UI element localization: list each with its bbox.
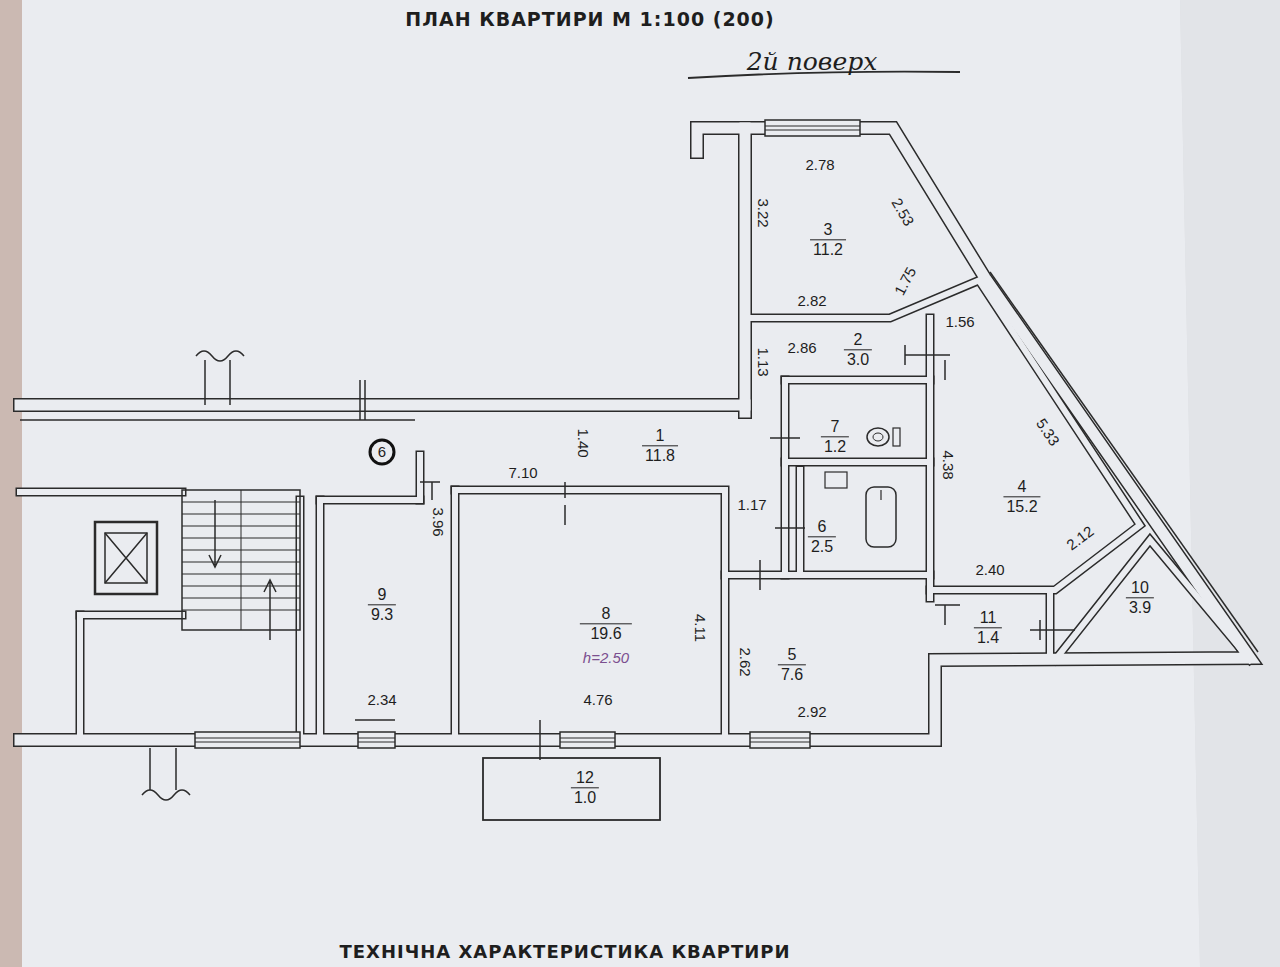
room-label: 819.6 h=2.50 — [580, 604, 632, 667]
room-number: 11 — [974, 608, 1002, 628]
room-label: 111.4 — [974, 608, 1002, 647]
room-label: 23.0 — [844, 330, 872, 369]
dimension: 2.78 — [805, 156, 834, 173]
dimension: 4.38 — [939, 450, 956, 479]
marker-number: 6 — [378, 443, 386, 460]
room-label: 103.9 — [1126, 578, 1154, 617]
room-label: 57.6 — [778, 645, 806, 684]
room-number: 9 — [368, 585, 396, 605]
room-area: 7.6 — [778, 666, 806, 685]
dimension: 1.40 — [574, 428, 591, 457]
dimension: 1.56 — [945, 313, 974, 330]
room-number: 1 — [642, 426, 678, 446]
section-heading: ТЕХНІЧНА ХАРАКТЕРИСТИКА КВАРТИРИ — [339, 942, 790, 963]
dimension: 2.82 — [797, 292, 826, 309]
room-label: 311.2 — [810, 220, 846, 259]
dimension: 7.10 — [508, 464, 537, 481]
room-number: 4 — [1003, 477, 1040, 497]
ceiling-height: h=2.50 — [580, 650, 632, 668]
room-label: 62.5 — [808, 517, 836, 556]
room-area: 1.2 — [821, 438, 849, 457]
room-number: 6 — [808, 517, 836, 537]
dimension: 4.11 — [691, 614, 708, 642]
room-label: 415.2 — [1003, 477, 1040, 516]
room-area: 1.4 — [974, 629, 1002, 648]
room-area: 9.3 — [368, 606, 396, 625]
room-number: 5 — [778, 645, 806, 665]
room-number: 7 — [821, 417, 849, 437]
dimension: 2.86 — [787, 339, 816, 356]
room-label: 121.0 — [571, 768, 599, 807]
room-area: 19.6 — [580, 625, 632, 644]
room-area: 1.0 — [571, 789, 599, 808]
dimension: 3.22 — [754, 198, 771, 227]
dimension: 4.76 — [583, 691, 612, 708]
room-area: 3.0 — [844, 351, 872, 370]
room-number: 8 — [580, 604, 632, 624]
room-number: 3 — [810, 220, 846, 240]
dimension: 1.13 — [754, 347, 771, 376]
room-area: 11.2 — [810, 241, 846, 260]
dimension: 2.34 — [367, 691, 396, 708]
room-area: 15.2 — [1003, 498, 1040, 517]
floor-label: 2й поверх — [747, 48, 878, 77]
room-area: 3.9 — [1126, 599, 1154, 618]
dimension: 2.62 — [736, 647, 753, 676]
dimension: 2.40 — [975, 561, 1004, 578]
room-number: 12 — [571, 768, 599, 788]
room-label: 71.2 — [821, 417, 849, 456]
room-area: 11.8 — [642, 447, 678, 466]
room-label: 111.8 — [642, 426, 678, 465]
room-number: 2 — [844, 330, 872, 350]
dimension: 3.96 — [429, 507, 446, 536]
dimension: 2.92 — [797, 703, 826, 720]
dimension: 1.17 — [737, 496, 766, 513]
plan-title: ПЛАН КВАРТИРИ М 1:100 (200) — [405, 9, 775, 31]
room-label: 99.3 — [368, 585, 396, 624]
room-area: 2.5 — [808, 538, 836, 557]
room-number: 10 — [1126, 578, 1154, 598]
